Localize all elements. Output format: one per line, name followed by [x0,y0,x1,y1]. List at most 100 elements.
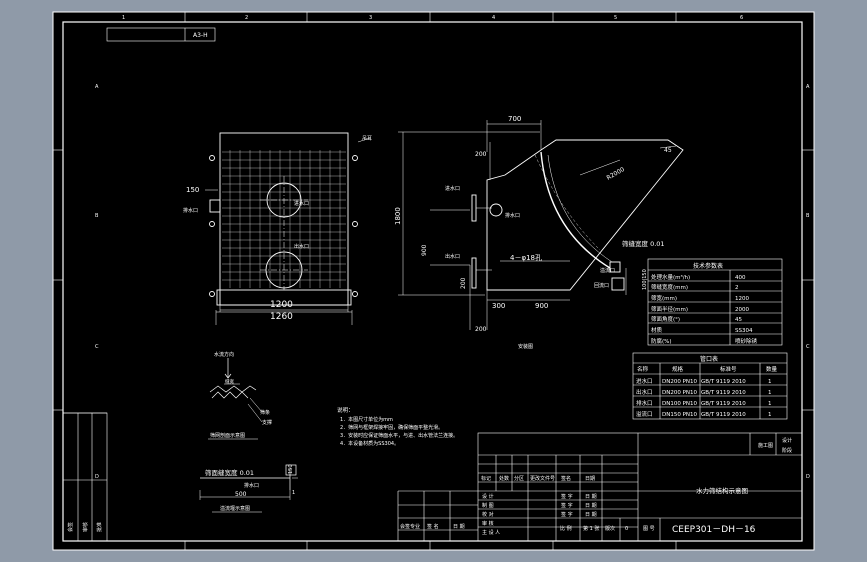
tb-label-design: 设 计 [482,493,494,500]
nozzle-spec-2: DN100 PN10 [662,401,698,407]
tb-date-1: 日 期 [585,494,597,500]
tb-sign-label: 签 名 [427,523,439,530]
weir-caption: 溢流堰示意图 [220,505,250,512]
tb-label-review: 审 核 [482,520,494,527]
zone-num-1: 1 [122,15,125,21]
side-dim-45: 45 [664,147,672,154]
front-label-drain: 排水口 [183,207,198,214]
weir-dim-150: 150 [288,464,294,474]
nozzle-std-1: GB/T 9119 2010 [701,390,746,396]
side-dim-200-top: 200 [475,151,487,158]
nozzle-std-3: GB/T 9119 2010 [701,412,746,418]
tb-sig-1: 签 字 [561,493,573,500]
tb-version-value: 0 [625,526,628,532]
zone-letter-d: D [95,474,99,480]
stamp-label-pizhun: 批准 [96,522,103,532]
tech-k-0: 处理水量(m³/h) [651,273,690,281]
zone-letter-b-right: B [806,213,810,219]
zone-num-2: 2 [245,15,248,21]
zone-letter-c: C [95,344,99,350]
tech-v-6: 喷砂除锈 [735,337,758,345]
side-dim-100-150: 100|150 [642,269,648,290]
tb-drawing-no: CEEP301－DH－16 [672,525,756,535]
tb-stage-value: 施工图 [758,442,773,449]
tb-col-date: 日期 [585,476,595,482]
left-stamp-strip [62,412,108,542]
front-view[interactable] [205,132,371,325]
tech-v-4: 45 [735,317,742,323]
side-note-mesh: 筛缝宽度 0.01 [622,239,665,248]
nozzle-qty-1: 1 [768,390,772,396]
side-dim-300: 300 [492,302,505,310]
notes-item-4: 4．本设备材质为SS304。 [340,440,399,447]
nozzle-table-cells: 名称 规格 标准号 数量 进水口 DN200 PN10 GB/T 9119 20… [636,365,778,418]
tb-col-mark: 标记 [481,475,491,482]
weir-detail[interactable] [199,464,298,500]
side-label-inlet: 进水口 [445,185,460,192]
tb-dept-label: 会签专业 [400,523,420,530]
mesh-label-flow: 水流方向 [214,351,234,358]
notes-title: 说明： [337,406,354,414]
tb-date-2: 日 期 [585,503,597,509]
nozzle-spec-0: DN200 PN10 [662,379,698,385]
side-view[interactable] [398,120,684,330]
weir-label-outlet: 排水口 [244,482,259,489]
tb-sheet-label: 第 1 张 [583,525,599,532]
nozzle-h-2: 标准号 [720,365,737,373]
nozzle-table-title: 管口表 [700,355,718,363]
title-block [397,432,803,542]
mesh-label-bar: 筛条 [260,409,270,416]
weir-dim-1: 1 [292,490,295,496]
nozzle-h-1: 规格 [672,365,684,373]
zone-num-5: 5 [614,15,617,21]
side-hole-spec: 4－φ18孔 [510,254,542,262]
tb-date-3: 日 期 [585,512,597,518]
tb-scale-label: 比 例 [560,525,572,532]
side-dim-1800: 1800 [394,207,402,225]
nozzle-name-2: 排水口 [636,399,653,407]
sheet-size-label: A3-H [193,32,208,39]
side-caption: 安装图 [518,343,533,350]
mesh-label-support: 支撑 [262,419,272,426]
zone-num-6: 6 [740,15,743,21]
nozzle-h-0: 名称 [637,365,649,373]
tech-k-4: 筛面角度(°) [651,315,680,323]
sheet-size-box [106,27,216,42]
nozzle-std-0: GB/T 9119 2010 [701,379,746,385]
side-label-return: 回流口 [594,282,609,289]
side-dim-200-bottom: 200 [475,326,487,333]
tb-drawing-name: 水力筛结构示意图 [696,486,748,495]
side-label-outlet: 出水口 [445,253,460,260]
nozzle-qty-3: 1 [768,412,772,418]
nozzle-name-0: 进水口 [636,377,653,385]
tb-label-lead: 主 设 人 [482,529,500,536]
nozzle-name-3: 溢流口 [636,410,653,418]
nozzle-qty-2: 1 [768,401,772,407]
side-label-drain: 排水口 [505,212,520,219]
side-dim-900-h: 900 [535,302,548,310]
zone-letter-a-right: A [806,84,810,90]
tech-table-title: 技术参数表 [693,262,723,270]
title-block-text: 标记 处数 分区 更改文件号 签名 日期 设 计 制 图 校 对 审 核 主 设… [400,437,792,536]
notes-item-3: 3．安装时应保证筛面水平，与进、出水管法兰连接。 [340,432,458,439]
zone-num-4: 4 [492,15,495,21]
tb-sig-3: 签 字 [561,511,573,518]
tb-right-stage: 阶段 [782,447,792,454]
notes-item-1: 1．本图尺寸单位为mm [340,416,393,423]
side-dim-700: 700 [508,115,521,123]
tb-right-design: 设计 [782,437,792,444]
nozzle-spec-1: DN200 PN10 [662,390,698,396]
border-zone-marks [53,12,814,550]
tech-k-5: 材质 [651,326,663,334]
mesh-section-detail[interactable] [209,358,263,423]
front-label-lug: 吊耳 [362,136,372,142]
tech-k-6: 防腐(%) [651,337,672,345]
tech-v-3: 2000 [735,307,749,313]
tb-label-check: 校 对 [482,511,494,518]
zone-letter-c-right: C [806,344,810,350]
stamp-label-huiqian: 会签 [67,522,74,532]
side-dim-900-v: 900 [421,244,428,256]
zone-letter-d-right: D [806,474,810,480]
mesh-caption: 筛网剖面示意图 [210,432,245,439]
